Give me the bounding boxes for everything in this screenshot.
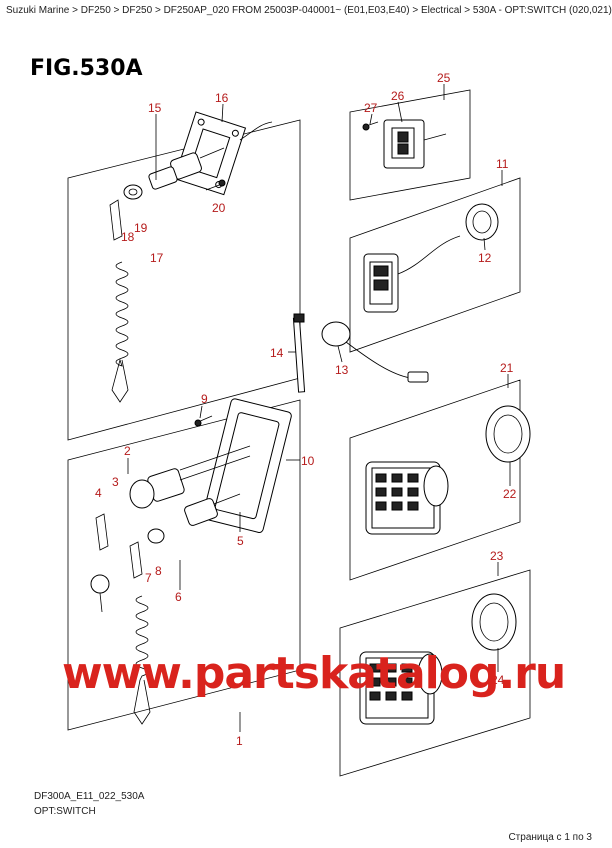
- clip-18: [109, 199, 123, 241]
- frame-25: [349, 89, 471, 201]
- callout-15: 15: [148, 101, 162, 115]
- callout-26: 26: [391, 89, 405, 103]
- callout-labels: 1 2 3 4 5 6 7 8 9 10 11 12 13 14 15 16 1…: [95, 71, 517, 748]
- callout-8: 8: [155, 564, 162, 578]
- cable-16: [239, 121, 273, 141]
- key-4: [90, 513, 110, 613]
- callout-6: 6: [175, 590, 182, 604]
- frame-1: [67, 399, 301, 731]
- callout-13: 13: [335, 363, 349, 377]
- frame-11: [349, 177, 521, 353]
- callout-3: 3: [112, 475, 119, 489]
- switch-plate-10: [202, 398, 292, 533]
- callout-11: 11: [496, 157, 509, 171]
- watermark: www.partskatalog.ru: [62, 648, 566, 699]
- cable-tie-14: [292, 313, 306, 393]
- callout-23: 23: [490, 549, 504, 563]
- bezel-24: [471, 593, 517, 651]
- diagram-code: DF300A_E11_022_530A: [34, 791, 145, 802]
- callout-18: 18: [121, 230, 135, 244]
- clip-7: [129, 541, 143, 579]
- callout-12: 12: [478, 251, 492, 265]
- callout-19: 19: [134, 221, 148, 235]
- harness-13: [321, 321, 429, 383]
- callout-9: 9: [201, 392, 208, 406]
- callout-25: 25: [437, 71, 451, 85]
- switch-panel-21: [365, 461, 449, 535]
- screw-20: [205, 179, 226, 191]
- callout-14: 14: [270, 346, 284, 360]
- breadcrumb: Suzuki Marine > DF250 > DF250 > DF250AP_…: [6, 5, 612, 16]
- bezel-12: [465, 203, 499, 241]
- callout-4: 4: [95, 486, 102, 500]
- callout-22: 22: [503, 487, 517, 501]
- callout-24: 24: [491, 673, 505, 687]
- lanyard-6: [133, 595, 151, 725]
- switch-panel-23: [359, 651, 443, 725]
- callout-10: 10: [301, 454, 315, 468]
- lanyard-17: [111, 261, 129, 403]
- callout-16: 16: [215, 91, 229, 105]
- key-switch-2: [129, 445, 251, 509]
- frame-23: [339, 569, 531, 777]
- nut-19: [123, 184, 143, 200]
- stop-switch-5: [184, 493, 241, 526]
- nut-8: [147, 528, 165, 544]
- callout-20: 20: [212, 201, 226, 215]
- bezel-22: [485, 405, 531, 463]
- figure-title: FIG.530A: [30, 56, 143, 81]
- callout-1: 1: [236, 734, 243, 748]
- callout-17: 17: [150, 251, 164, 265]
- leader-lines: [127, 84, 511, 732]
- callout-2: 2: [124, 444, 131, 458]
- switch-plate-16: [173, 111, 247, 196]
- frame-21: [349, 379, 521, 581]
- callout-5: 5: [237, 534, 244, 548]
- switch-26: [383, 119, 447, 169]
- screw-9: [194, 415, 213, 427]
- callout-7: 7: [145, 571, 152, 585]
- screw-27: [362, 121, 379, 131]
- callout-27: 27: [364, 101, 378, 115]
- stop-switch-15: [148, 147, 225, 190]
- diagram-name: OPT:SWITCH: [34, 806, 96, 817]
- callout-21: 21: [500, 361, 514, 375]
- switch-assembly-11: [363, 235, 461, 313]
- page-indicator: Страница с 1 по 3: [508, 832, 592, 843]
